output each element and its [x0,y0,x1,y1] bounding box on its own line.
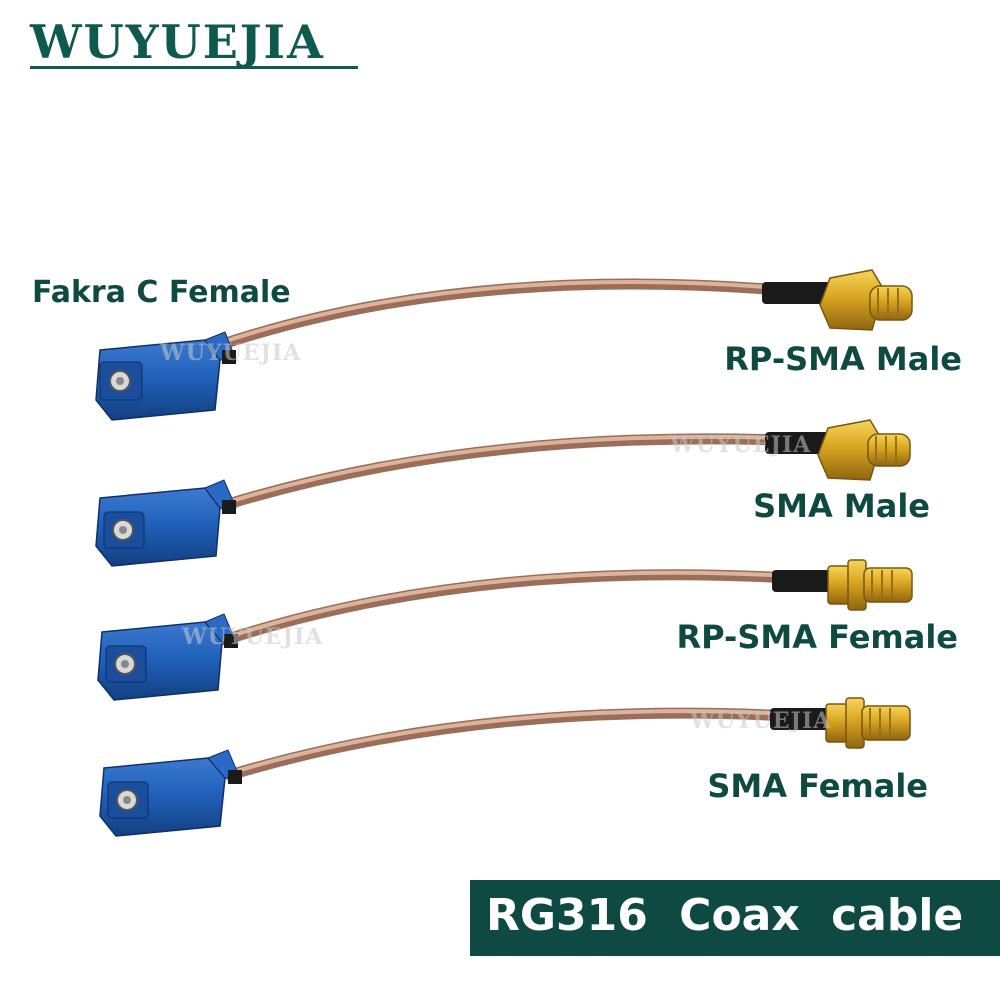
sma-female-connector [825,697,911,749]
rp-sma-female-connector [827,559,913,611]
label-sma-male: SMA Male [753,487,930,525]
label-sma-female: SMA Female [707,767,928,805]
label-fakra-c-female: Fakra C Female [32,275,291,310]
cable-assembly-4 [99,697,911,837]
fakra-connector-3 [97,613,238,701]
label-rp-sma-male: RP-SMA Male [724,340,962,378]
cable-1 [214,278,786,351]
cable-type-text: RG316 Coax cable [486,890,964,941]
fakra-connector-4 [99,749,242,837]
cable-assembly-1 [95,269,913,421]
cable-type-banner [470,880,1000,956]
brand-logo: WUYUEJIA [30,15,325,69]
heatshrink-3 [772,570,832,592]
label-rp-sma-female: RP-SMA Female [676,618,958,656]
fakra-connector-2 [95,479,237,567]
sma-male-connector [817,419,911,481]
cable-assembly-3 [97,559,913,701]
brand-underline [30,66,358,69]
heatshrink-4 [770,708,832,730]
heatshrink-1 [762,282,832,304]
cable-4 [224,707,796,781]
cable-assembly-2 [95,419,911,567]
heatshrink-2 [765,432,830,454]
fakra-connector-1 [95,331,237,421]
rp-sma-male-connector [819,269,913,331]
